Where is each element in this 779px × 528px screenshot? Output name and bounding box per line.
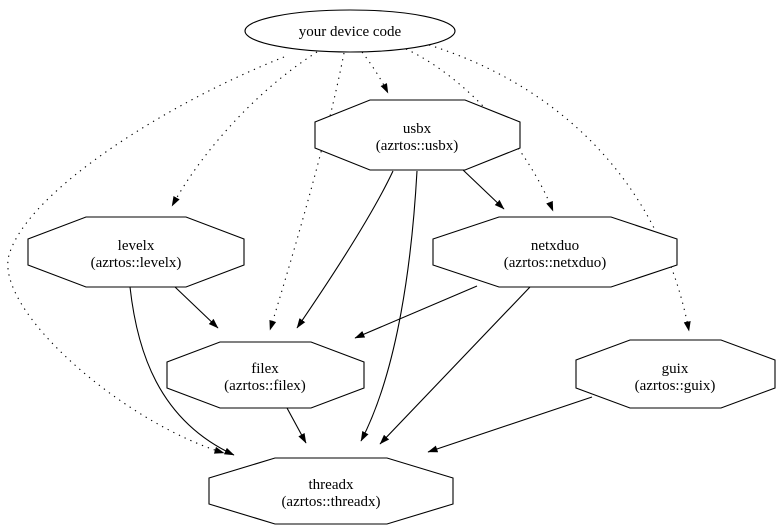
edge-device-code-to-filex [269, 52, 345, 331]
levelx-octagon [27, 216, 245, 288]
edge-levelx-to-threadx [129, 286, 235, 456]
edges-layer [7, 44, 691, 456]
threadx-label: threadx [309, 477, 354, 493]
edge-device-code-to-netxduo [405, 48, 554, 212]
threadx-octagon [208, 457, 454, 525]
levelx-label: levelx [118, 238, 155, 254]
netxduo-label: netxduo [531, 238, 579, 254]
edge-netxduo-to-threadx [379, 286, 531, 445]
edge-device-code-to-levelx [171, 51, 318, 207]
edge-levelx-to-filex [174, 286, 219, 329]
node-levelx: levelx (azrtos::levelx) [27, 216, 245, 288]
guix-octagon [575, 339, 776, 409]
node-netxduo: netxduo (azrtos::netxduo) [432, 216, 678, 288]
netxduo-octagon [432, 216, 678, 288]
edge-usbx-to-netxduo [461, 168, 505, 210]
device-code-label: your device code [299, 24, 402, 40]
filex-octagon [166, 341, 365, 409]
device-code-ellipse [244, 9, 456, 53]
usbx-sublabel: (azrtos::usbx) [376, 138, 458, 154]
filex-sublabel: (azrtos::filex) [224, 378, 306, 394]
usbx-label: usbx [403, 121, 432, 137]
filex-label: filex [251, 361, 279, 377]
usbx-octagon [314, 99, 521, 171]
node-usbx: usbx (azrtos::usbx) [314, 99, 521, 171]
node-filex: filex (azrtos::filex) [166, 341, 365, 409]
guix-label: guix [662, 361, 689, 377]
edge-device-code-to-guix [428, 44, 691, 332]
node-threadx: threadx (azrtos::threadx) [208, 457, 454, 525]
nodes-layer: your device code usbx (azrtos::usbx) lev… [27, 9, 776, 525]
edge-device-code-to-threadx [7, 56, 285, 454]
edge-filex-to-threadx [286, 407, 307, 444]
levelx-sublabel: (azrtos::levelx) [91, 255, 182, 271]
node-device-code: your device code [244, 9, 456, 53]
netxduo-sublabel: (azrtos::netxduo) [504, 255, 606, 271]
edge-netxduo-to-filex [354, 285, 478, 339]
guix-sublabel: (azrtos::guix) [635, 378, 716, 394]
node-guix: guix (azrtos::guix) [575, 339, 776, 409]
edge-usbx-to-threadx [360, 170, 418, 442]
edge-guix-to-threadx [427, 396, 593, 453]
edge-usbx-to-filex [296, 170, 394, 329]
edge-device-code-to-usbx [361, 51, 389, 94]
threadx-sublabel: (azrtos::threadx) [281, 494, 380, 510]
